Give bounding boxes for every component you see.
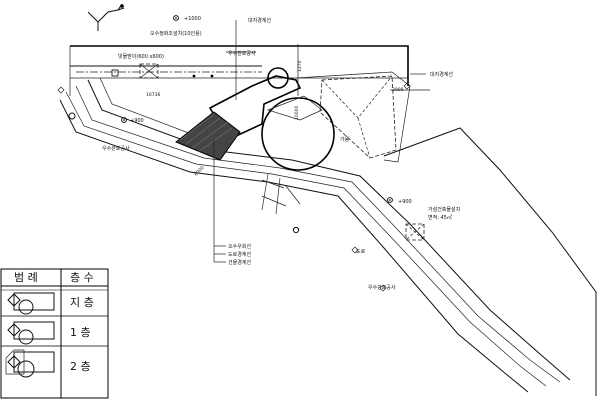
legend-row-first-floor: 1 층 bbox=[70, 326, 91, 339]
site-boundary bbox=[69, 45, 597, 396]
dim-circle: 10000 bbox=[294, 106, 300, 120]
road bbox=[59, 77, 571, 393]
spot-level-right: +900 bbox=[398, 199, 412, 205]
first-floor-symbol-icon bbox=[7, 321, 55, 345]
building-block bbox=[175, 67, 397, 171]
legend-row-basement: 지 층 bbox=[70, 296, 94, 309]
north-arrow-icon bbox=[87, 3, 125, 31]
road-label: 도로 bbox=[356, 249, 366, 255]
temporary-building-label: 가설건축물설치 bbox=[428, 206, 460, 213]
survey-markers bbox=[57, 15, 411, 292]
leader-label-1: 오수우회선 bbox=[228, 243, 251, 250]
legend-header-left: 범 례 bbox=[14, 271, 38, 284]
dim-length: 16736 bbox=[146, 92, 160, 98]
septic-tank-icon bbox=[111, 63, 159, 79]
building-label: 가동 bbox=[340, 136, 350, 143]
road-crossing bbox=[261, 173, 301, 215]
wastewater-facility-label: 오수정화조설치(10인용) bbox=[150, 30, 202, 37]
leader-label-3: 건물경계선 bbox=[228, 259, 251, 266]
leader-label-2: 도로경계선 bbox=[228, 251, 251, 258]
legend-row-second-floor: 2 층 bbox=[70, 360, 91, 373]
basement-symbol-icon bbox=[7, 292, 55, 315]
rainwater-pipe-left-label: 우수관로공사 bbox=[102, 145, 130, 152]
legend-header-right: 층 수 bbox=[70, 271, 94, 284]
catch-basin-label: 빗물받이(600 x600) bbox=[118, 53, 164, 60]
temporary-building-area: 면적: 45㎡ bbox=[428, 214, 452, 221]
rainwater-pipe-top-label: 우수관로공사 bbox=[228, 50, 256, 57]
second-floor-symbol-icon bbox=[5, 349, 55, 378]
spot-level-left: +900 bbox=[130, 118, 144, 124]
boundary-label-top: 대지경계선 bbox=[248, 17, 271, 24]
boundary-label-right: 대지경계선 bbox=[430, 71, 453, 78]
rainwater-pipe-bottom-label: 우수관로공사 bbox=[368, 284, 396, 291]
dim-vertical-upper: 1270 bbox=[297, 60, 303, 72]
dim-right: 2000 bbox=[392, 87, 404, 93]
spot-level-top: +1000 bbox=[184, 16, 201, 22]
temporary-building-icon bbox=[405, 223, 425, 241]
dim-diagonal: 6000 bbox=[193, 165, 205, 177]
leader-lines bbox=[213, 20, 430, 263]
legend-table: 범 례 층 수 지 층 1 층 2 층 bbox=[0, 268, 109, 399]
